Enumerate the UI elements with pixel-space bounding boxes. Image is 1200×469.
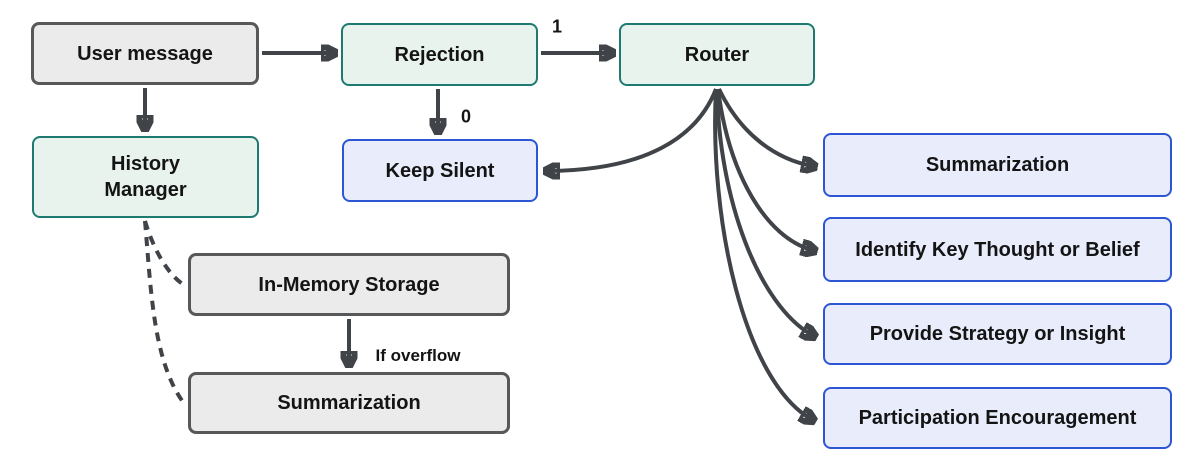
node-summarization-right: Summarization <box>823 133 1172 197</box>
node-rejection: Rejection <box>341 23 538 86</box>
node-label: Identify Key Thought or Belief <box>855 238 1140 261</box>
node-identify-key-thought: Identify Key Thought or Belief <box>823 217 1172 282</box>
edge-history-manager-to-summarization <box>143 220 185 404</box>
node-keep-silent: Keep Silent <box>342 139 538 202</box>
node-label: History Manager <box>104 153 187 201</box>
edge-router-to-participation <box>713 88 811 419</box>
node-participation-encouragement: Participation Encouragement <box>823 387 1172 449</box>
edge-router-to-summarization <box>717 88 812 166</box>
edge-label-one: 1 <box>551 16 563 37</box>
edge-router-to-provide-strategy <box>715 88 812 335</box>
node-label: Router <box>684 43 750 66</box>
node-label: Keep Silent <box>385 159 495 182</box>
node-history-manager: History Manager <box>32 136 259 218</box>
edge-router-to-identify-key <box>716 88 812 250</box>
node-provide-strategy: Provide Strategy or Insight <box>823 303 1172 365</box>
node-user-message: User message <box>31 22 259 85</box>
node-label: Summarization <box>925 154 1070 176</box>
node-label: Participation Encouragement <box>858 407 1137 429</box>
node-in-memory-storage: In-Memory Storage <box>188 253 510 316</box>
node-label: Rejection <box>394 43 485 66</box>
node-label: User message <box>77 42 213 65</box>
node-label: In-Memory Storage <box>258 273 440 296</box>
node-router: Router <box>619 23 815 86</box>
node-label: Summarization <box>277 392 421 414</box>
edge-router-to-keep-silent <box>549 88 718 171</box>
node-label: Provide Strategy or Insight <box>869 323 1126 345</box>
edge-label-if-overflow: If overflow <box>375 346 461 365</box>
node-summarization-left: Summarization <box>188 372 510 434</box>
edge-label-zero: 0 <box>460 106 472 127</box>
